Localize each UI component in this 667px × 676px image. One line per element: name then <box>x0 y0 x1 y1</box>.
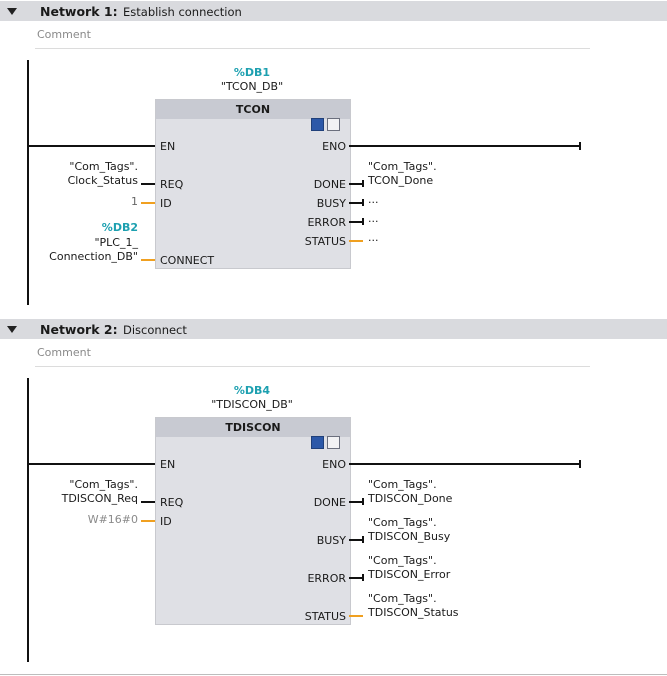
connect-wire <box>141 259 155 261</box>
collapse-triangle-icon[interactable] <box>7 326 17 333</box>
network-2-header[interactable]: Network 2: Disconnect <box>0 319 667 339</box>
error-wire <box>349 221 363 223</box>
error-wire <box>349 577 363 579</box>
tcon-block[interactable]: TCON EN REQ ID CONNECT ENO DONE BUSY ERR… <box>155 99 351 269</box>
block-title: TDISCON <box>156 418 350 437</box>
pin-done: DONE <box>313 178 346 191</box>
busy-operand[interactable]: ... <box>368 193 379 206</box>
eno-end <box>579 460 581 468</box>
busy-operand-2[interactable]: TDISCON_Busy <box>368 530 451 543</box>
pin-id: ID <box>160 197 172 210</box>
pin-error: ERROR <box>307 572 346 585</box>
monitor-icon[interactable] <box>327 118 340 131</box>
network-1-title: Network 1: <box>40 4 118 19</box>
pin-status: STATUS <box>304 610 346 623</box>
comment-divider <box>35 366 590 367</box>
monitor-icon[interactable] <box>327 436 340 449</box>
done-operand-1[interactable]: "Com_Tags". <box>368 160 437 173</box>
power-rail-left <box>27 378 29 662</box>
collapse-triangle-icon[interactable] <box>7 8 17 15</box>
done-wire <box>349 183 363 185</box>
pin-done: DONE <box>313 496 346 509</box>
status-wire <box>349 615 363 617</box>
network-1-header[interactable]: Network 1: Establish connection <box>0 1 667 21</box>
busy-wire <box>349 202 363 204</box>
eno-wire <box>349 463 581 465</box>
pin-eno: ENO <box>322 458 346 471</box>
network-1-comment[interactable]: Comment <box>37 28 91 41</box>
req-wire <box>141 183 155 185</box>
eno-end <box>579 142 581 150</box>
error-operand[interactable]: ... <box>368 212 379 225</box>
connect-operand-1[interactable]: "PLC_1_ <box>94 236 138 249</box>
done-end <box>362 180 364 187</box>
id-wire <box>141 520 155 522</box>
error-operand-2[interactable]: TDISCON_Error <box>368 568 451 581</box>
error-operand-1[interactable]: "Com_Tags". <box>368 554 437 567</box>
network-2-description[interactable]: Disconnect <box>123 323 187 337</box>
connect-operand-2[interactable]: Connection_DB" <box>49 250 138 263</box>
en-wire <box>29 463 155 465</box>
instance-db-number[interactable]: %DB4 <box>233 384 271 397</box>
network-1-description[interactable]: Establish connection <box>123 5 242 19</box>
done-operand-2[interactable]: TDISCON_Done <box>368 492 453 505</box>
network-2-comment[interactable]: Comment <box>37 346 91 359</box>
pin-req: REQ <box>160 178 184 191</box>
en-wire <box>29 145 155 147</box>
busy-end <box>362 199 364 206</box>
bottom-divider <box>0 674 667 675</box>
status-operand-2[interactable]: TDISCON_Status <box>368 606 459 619</box>
instance-db-name[interactable]: "TCON_DB" <box>220 80 284 93</box>
instance-db-number[interactable]: %DB1 <box>233 66 271 79</box>
pin-busy: BUSY <box>316 534 346 547</box>
req-wire <box>141 501 155 503</box>
req-operand-2[interactable]: TDISCON_Req <box>61 492 138 505</box>
block-view-icon[interactable] <box>311 118 324 131</box>
status-operand-1[interactable]: "Com_Tags". <box>368 592 437 605</box>
pin-connect: CONNECT <box>160 254 215 267</box>
pin-eno: ENO <box>322 140 346 153</box>
req-operand-1[interactable]: "Com_Tags". <box>69 478 138 491</box>
block-title: TCON <box>156 100 350 119</box>
done-operand-2[interactable]: TCON_Done <box>368 174 434 187</box>
error-end <box>362 574 364 581</box>
busy-end <box>362 536 364 543</box>
eno-wire <box>349 145 581 147</box>
instance-db-name[interactable]: "TDISCON_DB" <box>211 398 293 411</box>
req-operand-2[interactable]: Clock_Status <box>67 174 138 187</box>
network-2-title: Network 2: <box>40 322 118 337</box>
pin-id: ID <box>160 515 172 528</box>
pin-error: ERROR <box>307 216 346 229</box>
id-operand[interactable]: W#16#0 <box>87 513 138 526</box>
pin-busy: BUSY <box>316 197 346 210</box>
status-wire <box>349 240 363 242</box>
comment-divider <box>35 48 590 49</box>
status-operand[interactable]: ... <box>368 231 379 244</box>
power-rail-left <box>27 60 29 305</box>
error-end <box>362 218 364 225</box>
busy-wire <box>349 539 363 541</box>
block-view-icon[interactable] <box>311 436 324 449</box>
pin-status: STATUS <box>304 235 346 248</box>
busy-operand-1[interactable]: "Com_Tags". <box>368 516 437 529</box>
pin-en: EN <box>160 458 176 471</box>
pin-req: REQ <box>160 496 184 509</box>
id-operand[interactable]: 1 <box>131 195 138 208</box>
req-operand-1[interactable]: "Com_Tags". <box>69 160 138 173</box>
done-end <box>362 498 364 505</box>
tdiscon-block[interactable]: TDISCON EN REQ ID ENO DONE BUSY ERROR ST… <box>155 417 351 625</box>
connect-db-number[interactable]: %DB2 <box>101 221 138 234</box>
pin-en: EN <box>160 140 176 153</box>
id-wire <box>141 202 155 204</box>
done-wire <box>349 501 363 503</box>
done-operand-1[interactable]: "Com_Tags". <box>368 478 437 491</box>
